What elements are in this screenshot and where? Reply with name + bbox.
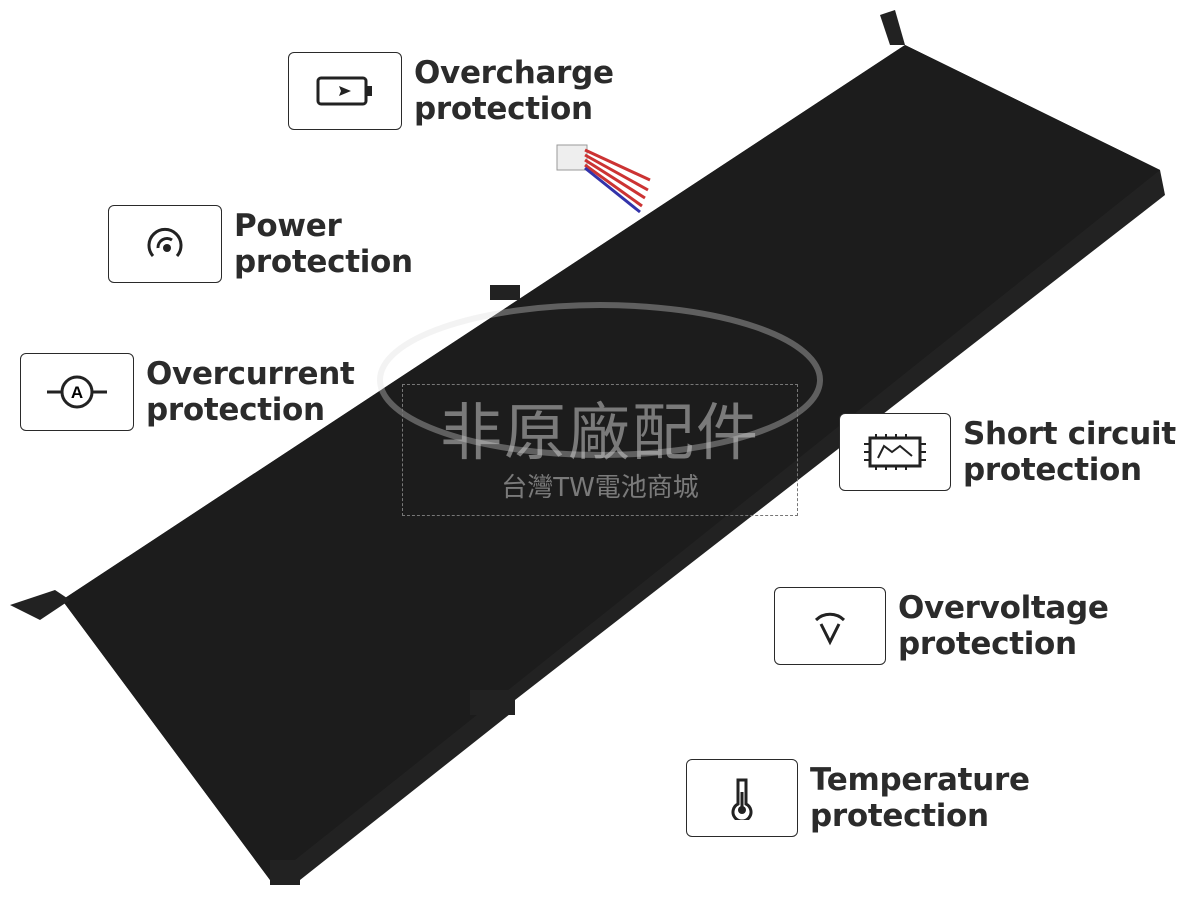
feature-title: Overcharge [414, 55, 614, 91]
gauge-icon [108, 205, 222, 283]
watermark-line1: 非原廠配件 [439, 396, 760, 469]
feature-subtitle: protection [414, 91, 593, 127]
feature-subtitle: protection [898, 626, 1077, 662]
feature-subtitle: protection [810, 798, 989, 834]
feature-title: Overvoltage [898, 590, 1109, 626]
feature-title: Short circuit [963, 416, 1176, 452]
feature-title: Overcurrent [146, 356, 355, 392]
feature-subtitle: protection [146, 392, 325, 428]
watermark: 非原廠配件 台灣TW電池商城 [402, 384, 798, 516]
ammeter-icon: A [20, 353, 134, 431]
feature-title: Power [234, 208, 342, 244]
svg-text:A: A [71, 383, 83, 402]
feature-subtitle: protection [963, 452, 1142, 488]
voltage-icon [774, 587, 886, 665]
circuit-board-icon [839, 413, 951, 491]
battery-charge-icon [288, 52, 402, 130]
thermometer-icon [686, 759, 798, 837]
watermark-line2: 台灣TW電池商城 [501, 473, 699, 503]
feature-subtitle: protection [234, 244, 413, 280]
feature-title: Temperature [810, 762, 1030, 798]
